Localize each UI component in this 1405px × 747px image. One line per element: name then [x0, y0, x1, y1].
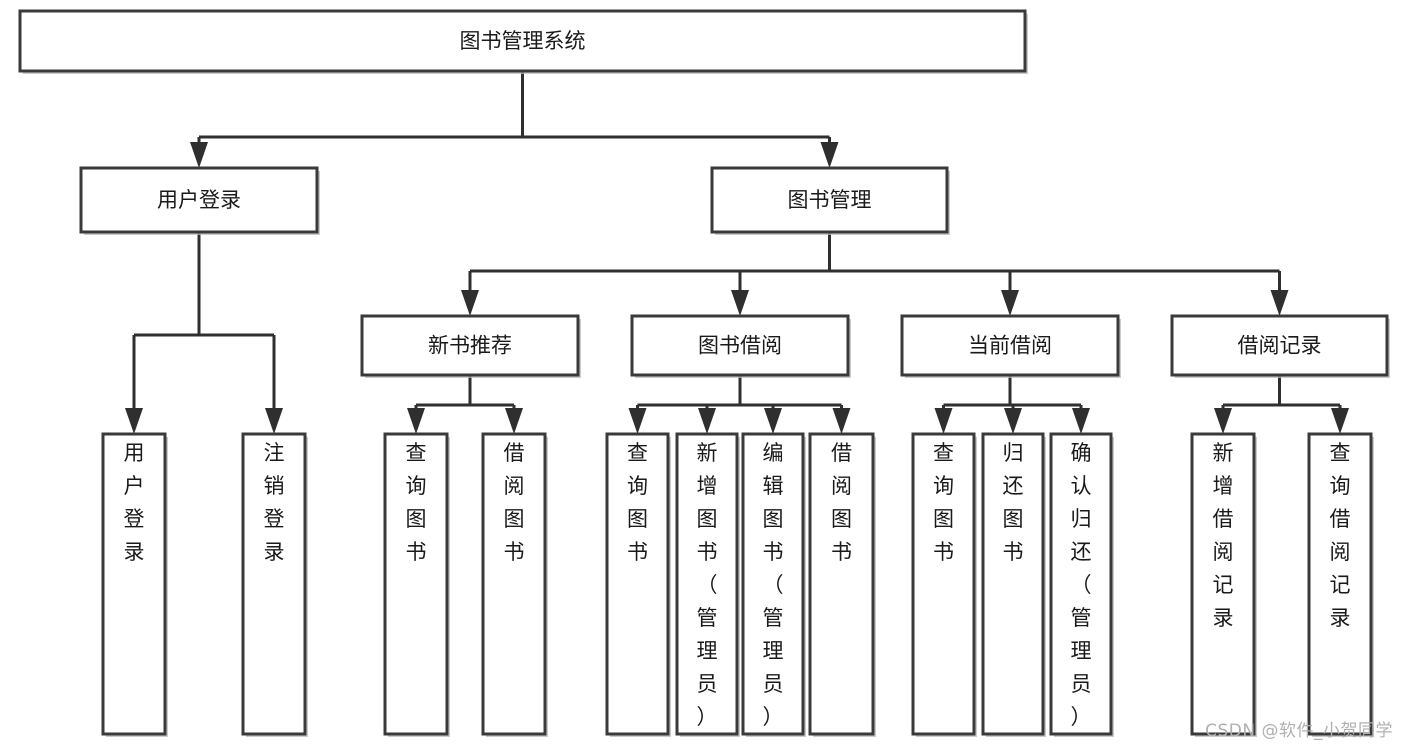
node-rect	[79, 166, 319, 234]
node-label: 查询借阅记录	[1330, 441, 1351, 630]
node-rect	[1307, 432, 1373, 736]
node-label: 用户登录	[157, 188, 241, 212]
node-rect	[710, 166, 949, 234]
node-label: 归还图书	[1003, 441, 1024, 564]
arrow-head-icon	[461, 290, 479, 316]
arrow-head-icon	[1072, 408, 1090, 434]
arrow-head-icon	[1214, 408, 1232, 434]
node-login[interactable]: 用户登录	[101, 432, 168, 737]
arrow-head-icon	[1004, 408, 1022, 434]
arrow-head-icon	[764, 408, 782, 434]
node-label: 注销登录	[264, 441, 285, 564]
node-label: 用户登录	[124, 441, 145, 564]
node-rec-query-record[interactable]: 查询借阅记录	[1307, 432, 1374, 737]
node-current-borrow[interactable]: 当前借阅	[900, 314, 1121, 378]
node-rec-borrow-book[interactable]: 借阅图书	[481, 432, 548, 737]
node-label: 图书借阅	[698, 334, 782, 358]
node-book-borrow[interactable]: 图书借阅	[630, 314, 851, 378]
arrow-head-icon	[265, 408, 283, 434]
arrow-head-icon	[505, 408, 523, 434]
arrow-head-icon	[731, 290, 749, 316]
node-cur-query-book[interactable]: 查询图书	[911, 432, 977, 737]
node-logout[interactable]: 注销登录	[241, 432, 308, 737]
node-user-login[interactable]: 用户登录	[79, 166, 320, 235]
node-label: 查询图书	[627, 441, 648, 564]
node-rect	[360, 314, 580, 377]
node-borrow-lend-book[interactable]: 借阅图书	[808, 432, 876, 737]
node-new-book-rec[interactable]: 新书推荐	[360, 314, 581, 378]
node-label: 查询图书	[406, 441, 427, 564]
node-borrow-edit-book[interactable]: 编辑图书（管理员）	[741, 432, 806, 737]
node-rect	[1049, 432, 1113, 736]
node-label: 借阅记录	[1238, 334, 1322, 358]
node-borrow-query-book[interactable]: 查询图书	[605, 432, 671, 737]
node-label: 图书管理系统	[460, 29, 586, 53]
arrow-head-icon	[407, 408, 425, 434]
node-label: 编辑图书（管理员）	[763, 441, 784, 729]
node-cur-return-book[interactable]: 归还图书	[981, 432, 1046, 737]
node-rect	[241, 432, 307, 736]
node-rect	[101, 432, 167, 736]
node-rec-query-book[interactable]: 查询图书	[383, 432, 450, 737]
node-rect	[605, 432, 670, 736]
node-rect	[1170, 314, 1389, 377]
arrow-head-icon	[832, 408, 851, 434]
node-label: 图书管理	[788, 188, 872, 212]
node-book-manage[interactable]: 图书管理	[710, 166, 950, 235]
node-label: 借阅图书	[831, 441, 852, 564]
node-rect	[808, 432, 875, 736]
node-rect	[911, 432, 976, 736]
node-rect	[981, 432, 1045, 736]
arrow-head-icon	[628, 408, 647, 434]
node-rect	[675, 432, 739, 736]
node-label: 借阅图书	[504, 441, 525, 564]
node-root[interactable]: 图书管理系统	[18, 9, 1028, 74]
node-rec-add-record[interactable]: 新增借阅记录	[1190, 432, 1257, 737]
arrow-head-icon	[820, 142, 839, 168]
node-label: 新增借阅记录	[1213, 441, 1234, 630]
node-label: 确认归还（管理员）	[1071, 441, 1092, 729]
arrow-head-icon	[125, 408, 143, 434]
arrow-head-icon	[698, 408, 716, 434]
node-label: 新书推荐	[428, 334, 512, 358]
node-rect	[630, 314, 850, 377]
connector-layer	[125, 71, 1349, 434]
node-label: 新增图书（管理员）	[697, 441, 718, 729]
node-borrow-record[interactable]: 借阅记录	[1170, 314, 1390, 378]
node-borrow-add-book[interactable]: 新增图书（管理员）	[675, 432, 740, 737]
node-label: 当前借阅	[968, 334, 1052, 358]
node-rect	[18, 9, 1027, 73]
node-rect	[481, 432, 547, 736]
node-label: 查询图书	[933, 441, 954, 564]
node-rect	[1190, 432, 1256, 736]
arrow-head-icon	[1270, 290, 1289, 316]
node-layer: 图书管理系统用户登录图书管理新书推荐图书借阅当前借阅借阅记录用户登录注销登录查询…	[18, 9, 1390, 737]
arrow-head-icon	[934, 408, 953, 434]
node-rect	[383, 432, 449, 736]
arrow-head-icon	[190, 142, 208, 168]
node-rect	[741, 432, 805, 736]
arrow-head-icon	[1001, 290, 1019, 316]
node-rect	[900, 314, 1120, 377]
node-cur-confirm-return[interactable]: 确认归还（管理员）	[1049, 432, 1114, 737]
arrow-head-icon	[1331, 408, 1349, 434]
